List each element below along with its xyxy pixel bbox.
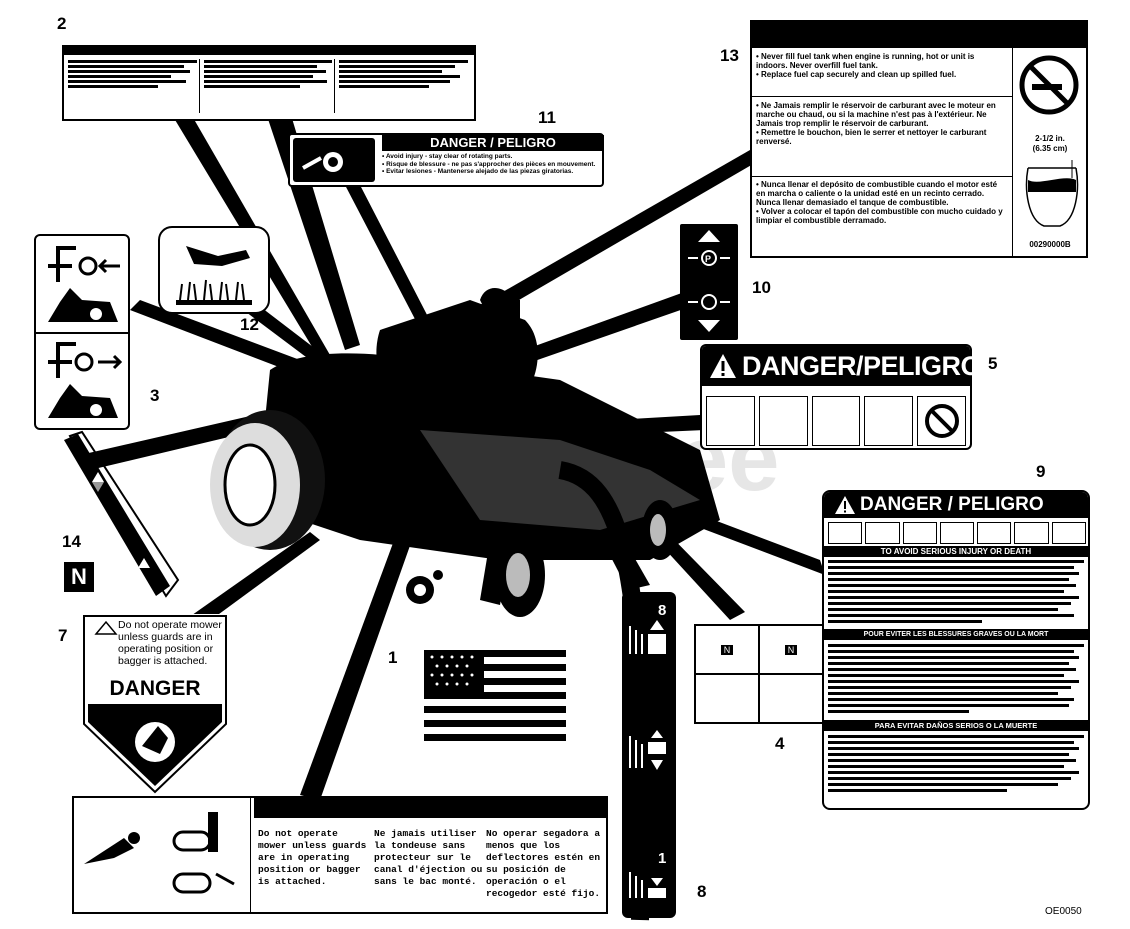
warning-triangle-icon	[710, 354, 736, 378]
control-lever-back-icon	[48, 246, 120, 322]
lever-left-icon	[696, 675, 758, 722]
label-11-line-2: • Risque de blessure - ne pas s'approche…	[382, 160, 596, 168]
fuel-tank-icon	[1024, 160, 1080, 230]
neutral-icon[interactable]: N	[64, 562, 94, 592]
rotating-parts-icon	[293, 138, 375, 182]
label-13-part-number: 00290000B	[1029, 240, 1071, 249]
label-7-text: Do not operate mower unless guards are i…	[118, 619, 222, 667]
label-13-en-1: • Never fill fuel tank when engine is ru…	[756, 52, 975, 70]
label-13-en-2: • Replace fuel cap securely and clean up…	[756, 70, 957, 79]
hazard-thrown-objects-icon	[706, 396, 755, 446]
control-lever-forward-icon	[48, 342, 123, 418]
hazard-distance-icon	[811, 396, 861, 446]
neutral-left-icon: N	[696, 626, 758, 673]
callout-7[interactable]: 7	[58, 626, 68, 645]
label-12[interactable]	[158, 226, 270, 314]
label-6[interactable]: Do not operate mower unless guards are i…	[72, 796, 608, 914]
label-4[interactable]: N N	[694, 624, 824, 724]
height-low-icon	[629, 872, 666, 898]
label-8[interactable]: 8 1	[622, 592, 676, 918]
callout-4[interactable]: 4	[775, 734, 785, 753]
label-6-pictograms	[74, 798, 251, 912]
label-5[interactable]: DANGER/PELIGRO	[700, 344, 982, 450]
label-13-es-2: • Volver a colocar el tapón del combusti…	[756, 207, 1003, 225]
label-14-strip[interactable]	[58, 430, 182, 600]
label-11-line-3: • Evitar lesiones - Mantenerse alejado d…	[382, 168, 574, 175]
callout-13[interactable]: 13	[720, 46, 739, 65]
callout-14[interactable]: 14	[62, 532, 81, 551]
label-7[interactable]: Do not operate mower unless guards are i…	[80, 614, 230, 794]
callout-8[interactable]: 8	[697, 882, 707, 901]
hazard-key-icon	[864, 396, 914, 446]
fill-level-cm: (6.35 cm)	[1032, 144, 1068, 153]
label-11-line-1: • Avoid injury - stay clear of rotating …	[382, 153, 513, 160]
label-2[interactable]	[62, 45, 476, 121]
label-9[interactable]: DANGER / PELIGRO TO AVOID SERIOUS INJURY…	[822, 490, 1090, 810]
label-13[interactable]: • Never fill fuel tank when engine is ru…	[750, 20, 1088, 258]
label-7-danger: DANGER	[109, 677, 201, 700]
us-flag-decal	[424, 650, 566, 741]
label-9-en-heading: TO AVOID SERIOUS INJURY OR DEATH	[824, 546, 1088, 557]
callout-5[interactable]: 5	[988, 354, 998, 373]
label-6-en: Do not operate mower unless guards are i…	[258, 828, 367, 887]
label-5-banner: DANGER/PELIGRO	[742, 351, 982, 381]
label-11[interactable]: DANGER / PELIGRO • Avoid injury - stay c…	[288, 133, 604, 187]
callout-3[interactable]: 3	[150, 386, 160, 405]
label-9-es-heading: PARA EVITAR DAÑOS SERIOS O LA MUERTE	[824, 720, 1088, 731]
callout-11[interactable]: 11	[538, 108, 556, 127]
label-8-bottom-number: 1	[658, 850, 667, 867]
label-9-banner: DANGER / PELIGRO	[860, 494, 1044, 515]
label-3[interactable]	[34, 234, 130, 430]
label-8-top-number: 8	[658, 602, 667, 619]
diagram-code: OE0050	[1045, 906, 1082, 917]
label-10[interactable]: P	[680, 224, 738, 340]
fill-level: 2-1/2 in.	[1035, 134, 1065, 143]
callout-12[interactable]: 12	[240, 315, 259, 334]
no-step-icon	[917, 396, 966, 446]
speed-control-icon: P	[688, 230, 730, 332]
hazard-bystanders-icon	[758, 396, 808, 446]
label-13-es-1: • Nunca llenar el depósito de combustibl…	[756, 180, 998, 207]
label-6-fr: Ne jamais utiliser la tondeuse sans prot…	[374, 828, 483, 887]
label-9-fr-heading: POUR EVITER LES BLESSURES GRAVES OU LA M…	[824, 629, 1088, 640]
lever-right-icon	[760, 675, 822, 722]
height-mid-icon	[629, 730, 666, 770]
callout-9[interactable]: 9	[1036, 462, 1046, 481]
height-high-icon	[629, 620, 666, 654]
callout-1[interactable]: 1	[388, 648, 398, 667]
warning-triangle-icon	[835, 496, 855, 514]
no-smoking-icon	[1018, 54, 1080, 116]
callout-2[interactable]: 2	[57, 14, 67, 33]
label-13-fr-2: • Remettre le bouchon, bien le serrer et…	[756, 128, 987, 146]
label-11-banner: DANGER / PELIGRO	[382, 135, 604, 151]
label-6-es: No operar segadora a menos que los defle…	[486, 828, 601, 899]
neutral-right-icon: N	[760, 626, 822, 673]
mower-silhouette	[210, 288, 720, 921]
label-13-fr-1: • Ne Jamais remplir le réservoir de carb…	[756, 101, 996, 128]
svg-text:P: P	[705, 254, 711, 264]
label-9-icon-row	[828, 522, 1086, 544]
callout-10[interactable]: 10	[752, 278, 771, 297]
hand-cut-icon	[176, 246, 252, 305]
